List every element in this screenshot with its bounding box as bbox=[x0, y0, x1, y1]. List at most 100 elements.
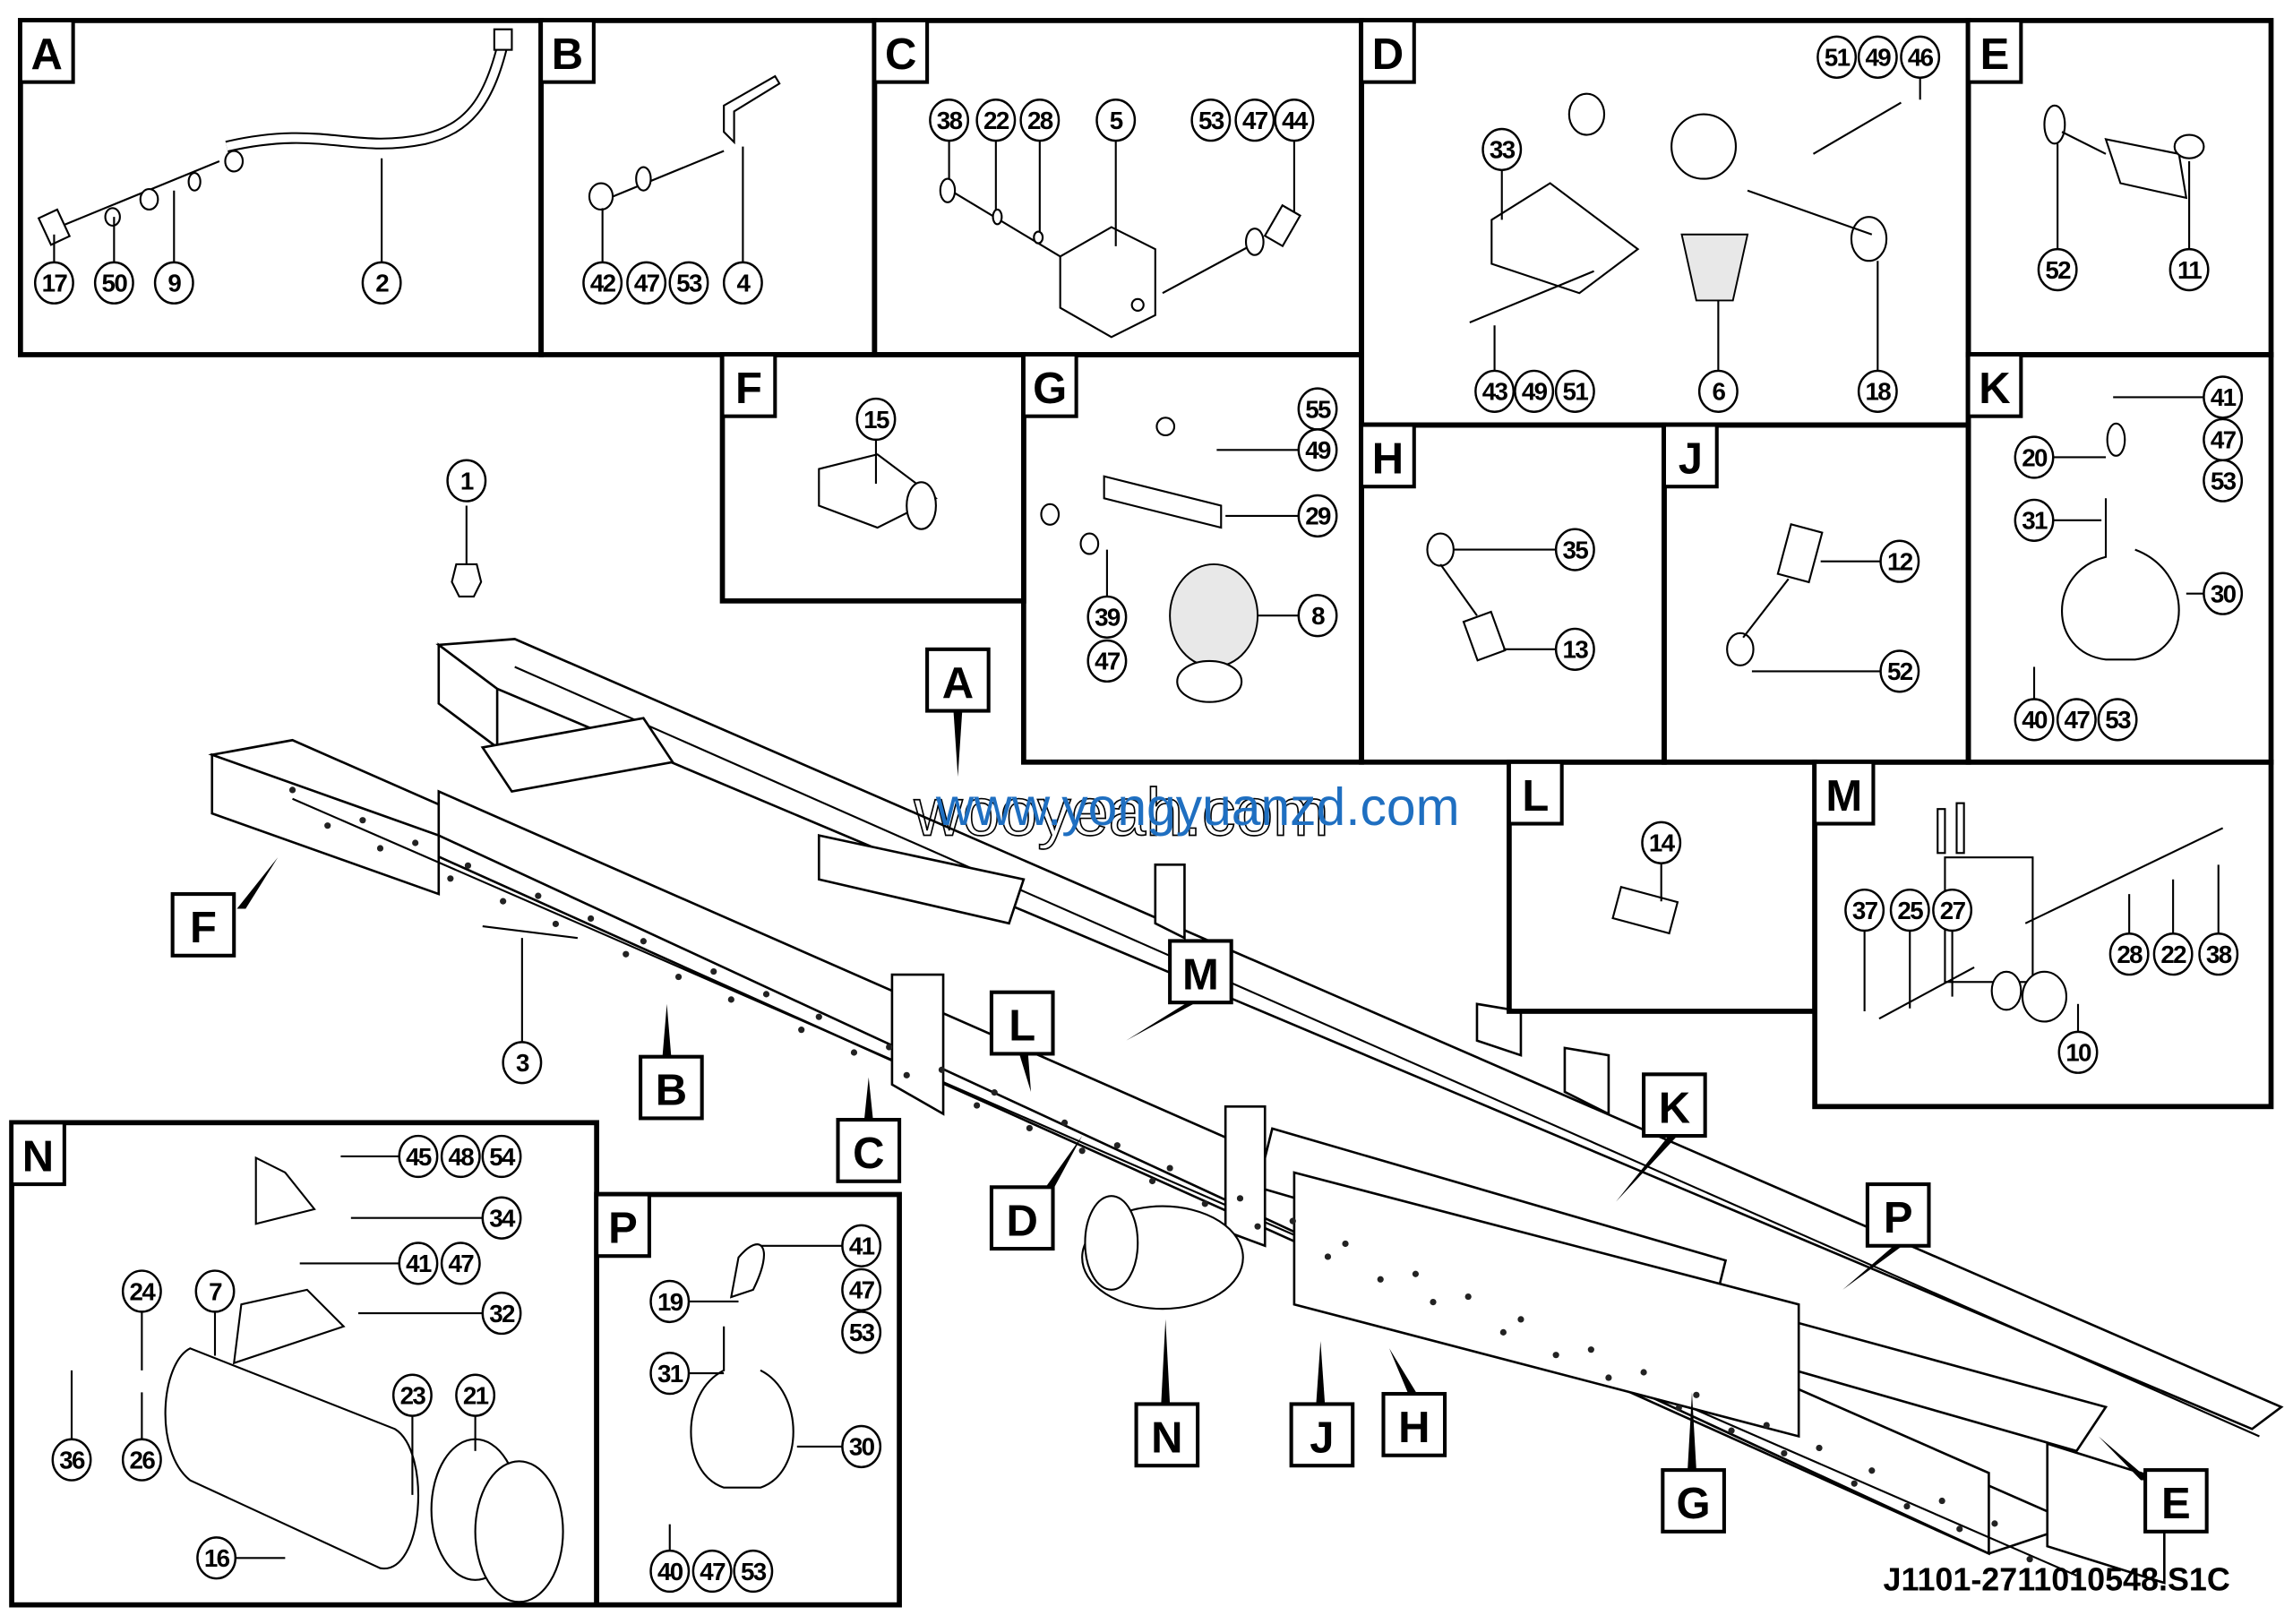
svg-text:P: P bbox=[608, 1204, 638, 1252]
callout-number: 39 bbox=[1095, 604, 1121, 632]
callout-number: 28 bbox=[1027, 107, 1053, 134]
callout-m-10: 10 bbox=[2057, 1030, 2099, 1074]
callout-circle bbox=[1274, 99, 1315, 142]
callout-circle bbox=[582, 261, 623, 305]
callout-m-25: 25 bbox=[1889, 888, 1930, 932]
rail-hole bbox=[1166, 1164, 1173, 1172]
marker-letter: D bbox=[1007, 1197, 1038, 1245]
callout-h-13: 13 bbox=[1554, 627, 1595, 671]
svg-text:G: G bbox=[1033, 365, 1067, 413]
rail-hole bbox=[674, 973, 683, 981]
callout-n-21: 21 bbox=[455, 1373, 496, 1417]
rail-hole bbox=[1640, 1369, 1647, 1376]
callout-circle bbox=[2014, 435, 2055, 479]
watermark-wooyeah: wooyeah.com bbox=[913, 775, 1328, 850]
callout-p-30: 30 bbox=[841, 1424, 882, 1469]
panel-f-letter: F bbox=[720, 352, 777, 418]
callout-number: 14 bbox=[1649, 829, 1676, 857]
marker-letter: C bbox=[853, 1130, 884, 1178]
callout-number: 30 bbox=[849, 1433, 875, 1461]
marker-letter: P bbox=[1884, 1194, 1913, 1242]
callout-circle bbox=[121, 1438, 162, 1482]
callout-circle bbox=[1844, 888, 1885, 932]
callout-number: 52 bbox=[2045, 256, 2071, 284]
callout-circle bbox=[33, 261, 74, 305]
marker-f: F bbox=[170, 857, 279, 958]
marker-d: D bbox=[989, 1136, 1083, 1251]
rail-hole bbox=[1342, 1240, 1349, 1248]
callout-circle bbox=[1641, 821, 1682, 864]
callout-number: 11 bbox=[2177, 256, 2202, 284]
rail-hole bbox=[1956, 1525, 1963, 1533]
callout-number: 31 bbox=[2022, 507, 2048, 535]
svg-text:C: C bbox=[885, 30, 916, 79]
callout-d-33: 33 bbox=[1481, 127, 1523, 172]
callout-number: 49 bbox=[1305, 436, 1331, 464]
callout-number: 54 bbox=[489, 1143, 516, 1171]
svg-text:D: D bbox=[1372, 30, 1404, 79]
callout-number: 9 bbox=[167, 270, 181, 297]
marker-c: C bbox=[836, 1077, 902, 1183]
callout-p-53: 53 bbox=[841, 1310, 882, 1354]
callout-number: 2 bbox=[375, 270, 389, 297]
rail-hole bbox=[727, 996, 734, 1003]
marker-m: M bbox=[1126, 939, 1233, 1041]
callout-k-53: 53 bbox=[2203, 459, 2244, 503]
callout-circle bbox=[2097, 698, 2138, 742]
callout-number: 38 bbox=[2206, 941, 2232, 968]
callout-number: 53 bbox=[741, 1558, 767, 1585]
callout-number: 53 bbox=[1198, 107, 1224, 134]
rail-hole bbox=[886, 1044, 893, 1051]
callout-circle bbox=[440, 1134, 481, 1179]
rail-hole bbox=[535, 892, 542, 899]
rail-hole bbox=[2026, 1556, 2033, 1563]
callout-number: 38 bbox=[937, 107, 963, 134]
svg-text:N: N bbox=[22, 1132, 54, 1181]
rail-hole bbox=[1464, 1293, 1472, 1301]
svg-text:L: L bbox=[1522, 772, 1549, 821]
marker-box bbox=[1168, 939, 1233, 1005]
callout-number: 44 bbox=[1282, 107, 1309, 134]
rail-hole bbox=[1851, 1480, 1858, 1487]
callout-number: 1 bbox=[460, 467, 474, 494]
callout-circle bbox=[1297, 494, 1338, 538]
callout-g-8: 8 bbox=[1297, 594, 1338, 638]
svg-text:A: A bbox=[31, 30, 63, 79]
rail-hole bbox=[1061, 1119, 1069, 1126]
callout-b-47: 47 bbox=[626, 261, 667, 305]
rail-hole bbox=[798, 1027, 805, 1034]
callout-number: 53 bbox=[849, 1319, 875, 1346]
rail-hole bbox=[288, 786, 296, 794]
rail-hole bbox=[376, 845, 384, 852]
callout-d-43: 43 bbox=[1474, 369, 1516, 413]
callout-n-47: 47 bbox=[440, 1242, 481, 1285]
callout-number: 51 bbox=[1825, 44, 1851, 72]
callout-circle bbox=[841, 1424, 882, 1469]
callout-circle bbox=[398, 1134, 439, 1179]
marker-box bbox=[989, 990, 1055, 1056]
callout-g-55: 55 bbox=[1297, 387, 1338, 431]
callout-number: 12 bbox=[1887, 547, 1913, 575]
callout-f-15: 15 bbox=[855, 397, 897, 442]
callout-circle bbox=[2057, 1030, 2099, 1074]
callout-k-53: 53 bbox=[2097, 698, 2138, 742]
callout-number: 27 bbox=[1940, 897, 1966, 924]
callout-d-46: 46 bbox=[1900, 35, 1941, 79]
marker-e: E bbox=[2098, 1436, 2209, 1534]
rail-hole bbox=[1254, 1223, 1261, 1230]
marker-box bbox=[836, 1118, 902, 1183]
panel-m-frame bbox=[1812, 759, 2274, 1110]
callout-number: 36 bbox=[59, 1446, 85, 1474]
callout-circle bbox=[455, 1373, 496, 1417]
callout-circle bbox=[2203, 459, 2244, 503]
rail-hole bbox=[1113, 1142, 1121, 1149]
callout-circle bbox=[733, 1549, 774, 1594]
callout-circle bbox=[1474, 369, 1516, 413]
rail-hole bbox=[359, 817, 366, 824]
drawing-code: J1101-2711010548.S1C bbox=[1884, 1560, 2230, 1597]
callout-circle bbox=[668, 261, 709, 305]
callout-number: 37 bbox=[1852, 897, 1878, 924]
callout-c-38: 38 bbox=[929, 99, 970, 142]
